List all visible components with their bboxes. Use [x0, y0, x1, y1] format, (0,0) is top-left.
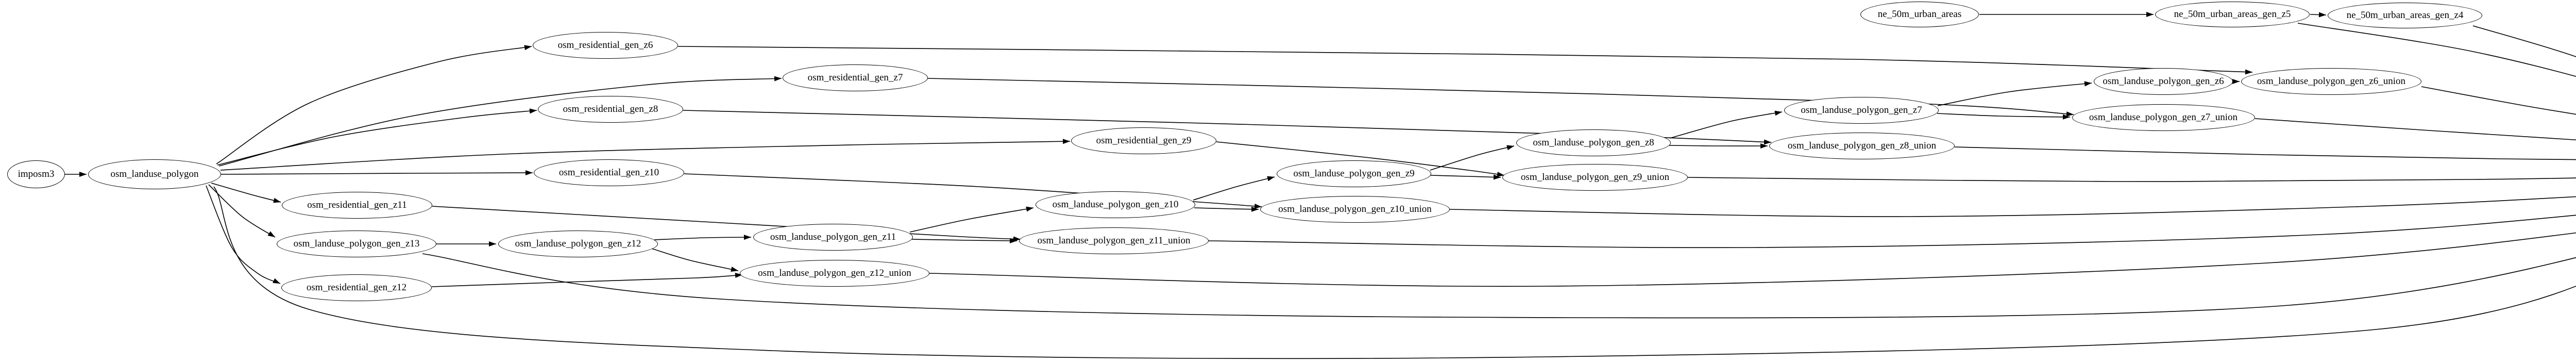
node-osm_landuse_polygon_gen_z10_union: osm_landuse_polygon_gen_z10_union [1260, 196, 1450, 223]
node-osm_landuse_polygon_gen_z6: osm_landuse_polygon_gen_z6 [2094, 68, 2233, 95]
edge-osm_landuse_polygon_gen_z8-to-osm_landuse_polygon_gen_z8_union [1669, 145, 1768, 146]
arrowhead-icon [273, 278, 280, 284]
edge-osm_landuse_polygon_gen_z12_union-to-row-z12 [929, 232, 2576, 287]
edge-osm_landuse_polygon_gen_z11-to-osm_landuse_polygon_gen_z10 [909, 207, 1034, 233]
edge-osm_landuse_polygon_gen_z10-to-osm_landuse_polygon_gen_z10_union [1194, 207, 1259, 210]
arrowhead-icon [735, 272, 742, 278]
node-osm_landuse_polygon_gen_z8: osm_landuse_polygon_gen_z8 [1516, 129, 1671, 156]
node-osm_landuse_polygon: osm_landuse_polygon [88, 159, 221, 189]
node-osm_landuse_polygon_gen_z9: osm_landuse_polygon_gen_z9 [1277, 160, 1431, 187]
node-ne_50m_urban_areas_gen_z4: ne_50m_urban_areas_gen_z4 [2328, 3, 2482, 28]
edge-osm_landuse_polygon_gen_z11-to-osm_landuse_polygon_gen_z11_union [911, 239, 1018, 241]
node-osm_residential_gen_z7: osm_residential_gen_z7 [783, 64, 928, 91]
arrowhead-icon [1009, 238, 1017, 243]
arrowhead-icon [1267, 176, 1275, 182]
edge-osm_landuse_polygon-to-osm_residential_gen_z8 [217, 110, 537, 166]
edge-osm_landuse_polygon-to-osm_landuse_polygon_gen_z13 [208, 184, 276, 238]
node-osm_landuse_polygon_gen_z11_union: osm_landuse_polygon_gen_z11_union [1019, 227, 1209, 254]
edge-osm_landuse_polygon_gen_z9-to-osm_landuse_polygon_gen_z9_union [1430, 175, 1501, 178]
node-osm_landuse_polygon_gen_z7_union: osm_landuse_polygon_gen_z7_union [2072, 104, 2255, 131]
edge-osm_landuse_polygon_gen_z7-to-osm_landuse_polygon_gen_z7_union [1937, 113, 2071, 118]
arrowhead-icon [743, 235, 751, 240]
arrowhead-icon [731, 267, 738, 272]
node-osm_landuse_polygon_gen_z12_union: osm_landuse_polygon_gen_z12_union [740, 260, 929, 287]
edge-osm_landuse_polygon_gen_z12-to-osm_landuse_polygon_gen_z12_union [651, 248, 739, 271]
arrowhead-icon [774, 76, 782, 81]
edge-osm_landuse_polygon_gen_z11_union-to-row-z11 [1208, 215, 2576, 249]
node-osm_residential_gen_z12: osm_residential_gen_z12 [281, 274, 432, 301]
arrowhead-icon [2245, 69, 2252, 75]
arrowhead-icon [2062, 114, 2070, 120]
edge-osm_landuse_polygon_gen_z10_union-to-row-z10 [1449, 196, 2576, 217]
arrowhead-icon [524, 45, 532, 51]
edge-osm_residential_gen_z9-to-osm_landuse_polygon_gen_z9_union [1216, 141, 1505, 176]
node-osm_landuse_polygon_gen_z6_union: osm_landuse_polygon_gen_z6_union [2241, 68, 2421, 95]
edge-osm_landuse_polygon-to-osm_residential_gen_z11 [211, 183, 281, 203]
edge-osm_residential_gen_z12-to-osm_landuse_polygon_gen_z12_union [431, 274, 743, 287]
arrowhead-icon [1764, 139, 1771, 145]
arrowhead-icon [1774, 110, 1782, 116]
node-osm_residential_gen_z11: osm_residential_gen_z11 [282, 192, 432, 219]
edge-osm_residential_gen_z7-to-osm_landuse_polygon_gen_z7_union [927, 78, 2074, 115]
edge-osm_landuse_polygon-to-osm_residential_gen_z6 [216, 46, 532, 164]
node-osm_residential_gen_z10: osm_residential_gen_z10 [534, 159, 684, 186]
edge-osm_landuse_polygon_gen_z8_union-to-row-z8 [1954, 146, 2576, 160]
node-osm_landuse_polygon_gen_z8_union: osm_landuse_polygon_gen_z8_union [1769, 133, 1955, 159]
node-ne_50m_urban_areas: ne_50m_urban_areas [1860, 2, 1979, 27]
edge-osm_landuse_polygon_gen_z13-to-row-z13 [422, 253, 2576, 319]
edge-osm_landuse_polygon-to-osm_residential_gen_z12 [206, 185, 281, 284]
arrowhead-icon [2318, 12, 2326, 18]
edge-osm_residential_gen_z6-to-osm_landuse_polygon_gen_z6_union [677, 46, 2253, 73]
arrowhead-icon [1026, 206, 1033, 212]
edge-osm_landuse_polygon_gen_z9-to-osm_landuse_polygon_gen_z8 [1430, 145, 1515, 171]
edge-osm_landuse_polygon-to-osm_residential_gen_z9 [220, 141, 1071, 171]
arrowhead-icon [525, 170, 533, 176]
node-ne_50m_urban_areas_gen_z5: ne_50m_urban_areas_gen_z5 [2155, 2, 2310, 27]
edge-osm_landuse_polygon_gen_z9_union-to-row-z9 [1687, 177, 2576, 182]
edge-ne_50m_urban_areas_gen_z5-to-row-z5 [2297, 23, 2576, 77]
arrowhead-icon [1760, 143, 1768, 149]
arrowhead-icon [2232, 79, 2240, 84]
edge-osm_landuse_polygon_gen_z12-to-osm_landuse_polygon_gen_z11 [654, 237, 752, 240]
arrowhead-icon [489, 241, 496, 246]
arrowhead-icon [1254, 203, 1262, 209]
edge-osm_landuse_polygon_gen_z10-to-osm_landuse_polygon_gen_z9 [1193, 176, 1275, 201]
arrowhead-icon [2084, 81, 2092, 87]
node-osm_landuse_polygon_gen_z11: osm_landuse_polygon_gen_z11 [753, 224, 913, 251]
node-osm_landuse_polygon_gen_z12: osm_landuse_polygon_gen_z12 [498, 231, 658, 257]
node-osm_landuse_polygon_gen_z10: osm_landuse_polygon_gen_z10 [1036, 191, 1195, 218]
edge-osm_landuse_polygon_gen_z6_union-to-row-z6 [2421, 86, 2576, 115]
edge-osm_landuse_polygon_gen_z8-to-osm_landuse_polygon_gen_z7 [1669, 111, 1783, 139]
arrowhead-icon [529, 108, 537, 114]
edge-osm_landuse_polygon-to-osm_residential_gen_z7 [218, 78, 782, 167]
edge-osm_landuse_polygon_gen_z7-to-osm_landuse_polygon_gen_z6 [1937, 83, 2092, 106]
node-osm_residential_gen_z9: osm_residential_gen_z9 [1071, 127, 1216, 154]
node-osm_landuse_polygon_gen_z13: osm_landuse_polygon_gen_z13 [277, 231, 436, 257]
edge-osm_residential_gen_z11-to-osm_landuse_polygon_gen_z11_union [432, 206, 1021, 240]
arrowhead-icon [1251, 206, 1259, 212]
arrowhead-icon [1493, 174, 1501, 180]
arrowhead-icon [79, 172, 87, 177]
arrowhead-icon [2146, 12, 2154, 17]
edge-osm_landuse_polygon_gen_z7_union-to-row-z7 [2255, 118, 2576, 141]
edge-osm_landuse_polygon-to-row-z14+ [213, 186, 2576, 359]
edge-osm_residential_gen_z10-to-osm_landuse_polygon_gen_z10_union [684, 173, 1262, 207]
node-imposm3: imposm3 [7, 160, 65, 188]
node-osm_landuse_polygon_gen_z7: osm_landuse_polygon_gen_z7 [1784, 97, 1939, 124]
edge-osm_landuse_polygon-to-osm_residential_gen_z10 [221, 172, 533, 175]
node-osm_landuse_polygon_gen_z9_union: osm_landuse_polygon_gen_z9_union [1502, 164, 1688, 191]
node-osm_residential_gen_z8: osm_residential_gen_z8 [538, 96, 683, 123]
arrowhead-icon [1506, 145, 1514, 151]
arrowhead-icon [1062, 139, 1070, 144]
node-osm_residential_gen_z6: osm_residential_gen_z6 [533, 32, 678, 59]
arrowhead-icon [273, 198, 281, 203]
arrowhead-icon [2066, 111, 2074, 117]
arrowhead-icon [267, 231, 275, 237]
edge-ne_50m_urban_areas_gen_z4-to-row-z4 [2472, 25, 2576, 57]
